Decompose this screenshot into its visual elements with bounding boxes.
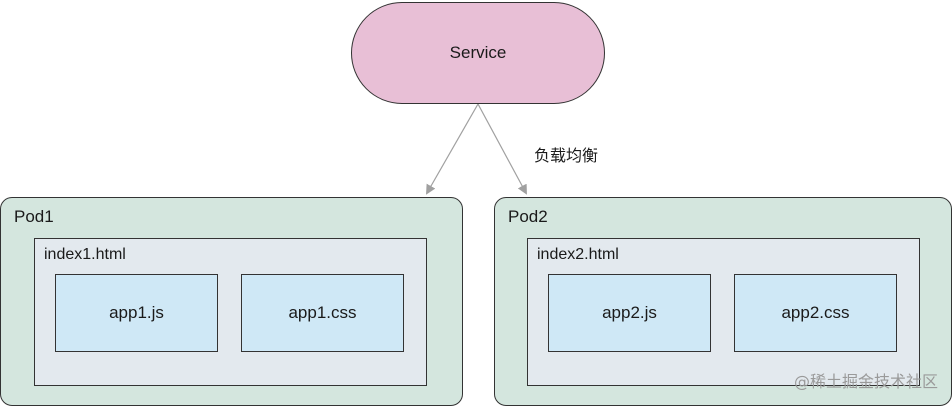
js-asset-label: app2.js [602,303,657,322]
js-asset-box: app2.js [548,274,711,352]
service-node: Service [351,2,605,104]
js-asset-label: app1.js [109,303,164,322]
pod-label: Pod1 [14,207,54,226]
html-label: index2.html [537,246,619,263]
arrow-to-pod2 [477,103,527,195]
css-asset-box: app2.css [734,274,897,352]
arrow-to-pod1 [426,103,479,195]
load-balance-label: 负载均衡 [534,146,599,165]
pod-label: Pod2 [508,207,548,226]
watermark: @稀土掘金技术社区 [793,372,938,391]
service-label: Service [449,43,507,62]
js-asset-box: app1.js [55,274,218,352]
css-asset-label: app2.css [781,303,850,322]
html-page-box: index2.html app2.js app2.css [527,238,920,386]
css-asset-label: app1.css [288,303,357,322]
html-label: index1.html [44,246,126,263]
pod-1: Pod1 index1.html app1.js app1.css [0,197,463,406]
html-page-box: index1.html app1.js app1.css [34,238,427,386]
pod-2: Pod2 index2.html app2.js app2.css [494,197,952,406]
css-asset-box: app1.css [241,274,404,352]
